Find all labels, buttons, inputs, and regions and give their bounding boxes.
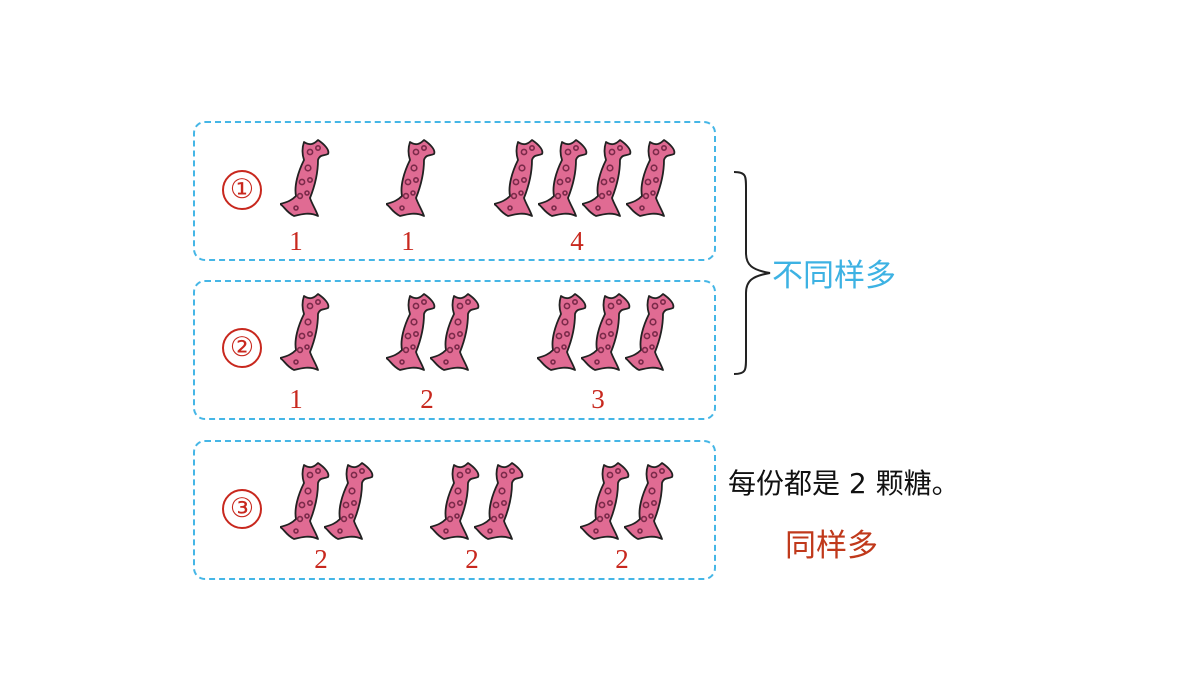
- candy-icon-g3-s1-1: [280, 462, 330, 540]
- candy-icon-g3-s3-1: [580, 462, 630, 540]
- count-label-2-3: 3: [591, 384, 605, 414]
- candy-icon-g3-s1-2: [324, 462, 374, 540]
- group-box-1: [193, 121, 716, 261]
- candy-icon-g2-s2-1: [386, 293, 436, 371]
- candy-icon-g1-s3-1: [494, 139, 544, 217]
- right-curly-brace-icon: [733, 171, 771, 375]
- candy-icon-g2-s3-2: [581, 293, 631, 371]
- group-marker-1: ①: [222, 170, 262, 210]
- candy-icon-g1-s3-4: [626, 139, 676, 217]
- count-label-1-2: 1: [401, 226, 415, 256]
- candy-icon-g1-s2-1: [386, 139, 436, 217]
- count-label-3-1: 2: [314, 544, 328, 574]
- count-label-3-2: 2: [465, 544, 479, 574]
- group-box-3: [193, 440, 716, 580]
- group-marker-3: ③: [222, 489, 262, 529]
- count-label-2-2: 2: [420, 384, 434, 414]
- not-equal-label: 不同样多: [772, 258, 896, 294]
- candy-icon-g2-s2-2: [430, 293, 480, 371]
- count-label-1-1: 1: [289, 226, 303, 256]
- candy-icon-g3-s2-1: [430, 462, 480, 540]
- each-share-note: 每份都是 2 颗糖。: [728, 467, 960, 500]
- candy-icon-g2-s3-1: [537, 293, 587, 371]
- candy-icon-g1-s3-2: [538, 139, 588, 217]
- candy-icon-g3-s3-2: [624, 462, 674, 540]
- count-label-1-3: 4: [570, 226, 584, 256]
- group-box-2: [193, 280, 716, 420]
- candy-icon-g1-s3-3: [582, 139, 632, 217]
- count-label-3-3: 2: [615, 544, 629, 574]
- count-label-2-1: 1: [289, 384, 303, 414]
- candy-icon-g2-s3-3: [625, 293, 675, 371]
- candy-icon-g2-s1-1: [280, 293, 330, 371]
- candy-icon-g3-s2-2: [474, 462, 524, 540]
- group-marker-2: ②: [222, 328, 262, 368]
- candy-icon-g1-s1-1: [280, 139, 330, 217]
- equal-label: 同样多: [785, 528, 878, 564]
